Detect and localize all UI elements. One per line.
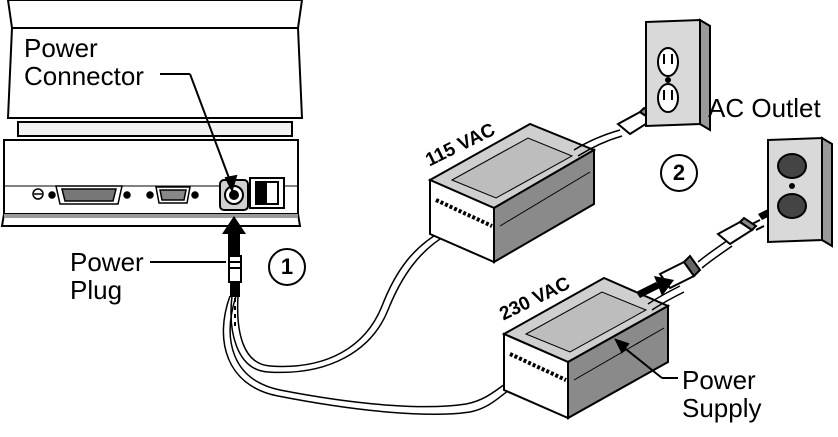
power-supply-115: [427, 122, 597, 264]
ac-outlet-label: AC Outlet: [708, 93, 821, 123]
cord-115: [573, 129, 623, 157]
plug-230: [716, 216, 765, 246]
power-switch: [249, 177, 285, 209]
power-plug-label-line2: Plug: [70, 275, 123, 305]
cables: [222, 229, 513, 416]
step-2-badge: 2: [660, 154, 698, 192]
power-connector-label-line2: Connector: [24, 61, 144, 91]
parallel-port: [32, 185, 131, 205]
power-plug: [228, 255, 242, 297]
power-plug-label-line1: Power: [70, 247, 144, 277]
power-supply-label-line2: Supply: [682, 393, 762, 423]
power-supply-label-line1: Power: [682, 365, 756, 395]
ac-outlet-115: [645, 18, 711, 132]
serial-port: [146, 186, 199, 204]
cord-230b: [697, 239, 733, 269]
power-connector-label-line1: Power: [24, 33, 98, 63]
power-supply-230: [501, 276, 671, 420]
step-1-badge: 1: [268, 248, 306, 286]
power-connector-leader: [160, 73, 238, 193]
power-connector-label: Power Connector: [24, 34, 144, 90]
power-supply-label: Power Supply: [682, 366, 762, 422]
plug-in-arrow: [222, 216, 246, 258]
cord-230: [647, 285, 685, 311]
power-plug-label: Power Plug: [70, 248, 144, 304]
power-supply-leader: [614, 338, 678, 379]
coupler-arrow-230: [636, 276, 674, 298]
ac-outlet-230: [767, 136, 833, 248]
